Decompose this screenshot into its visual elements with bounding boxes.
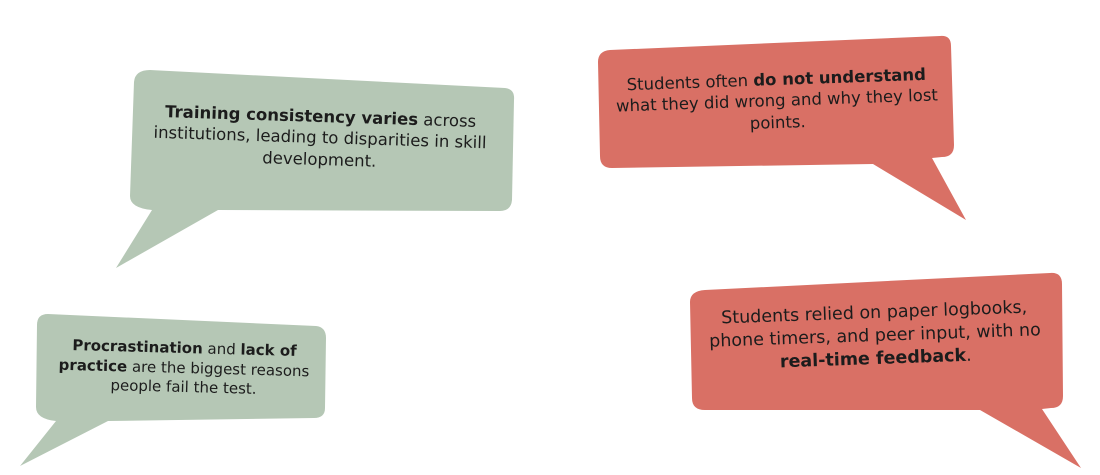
text-run: and — [202, 339, 241, 359]
bubble-text-paper-logbooks: Students relied on paper logbooks, phone… — [704, 296, 1046, 376]
bubble-text-procrastination: Procrastination and lack of practice are… — [43, 335, 324, 401]
speech-bubble-paper-logbooks — [690, 272, 1081, 468]
text-run: Students often — [626, 70, 754, 95]
text-run: Students relied on paper logbooks, phone… — [708, 297, 1042, 352]
speech-bubble-procrastination — [20, 314, 326, 466]
bold-text-run: real-time feedback — [779, 345, 967, 372]
speech-bubble-students-understanding — [598, 35, 966, 220]
text-run: . — [965, 345, 973, 366]
text-run: are the biggest reasons people fail the … — [110, 357, 310, 398]
bold-text-run: Procrastination — [72, 336, 204, 358]
bubble-text-training-consistency: Training consistency varies across insti… — [149, 101, 491, 176]
speech-bubble-training-consistency — [116, 70, 515, 268]
bubble-text-students-understanding: Students often do not understand what th… — [611, 63, 943, 139]
